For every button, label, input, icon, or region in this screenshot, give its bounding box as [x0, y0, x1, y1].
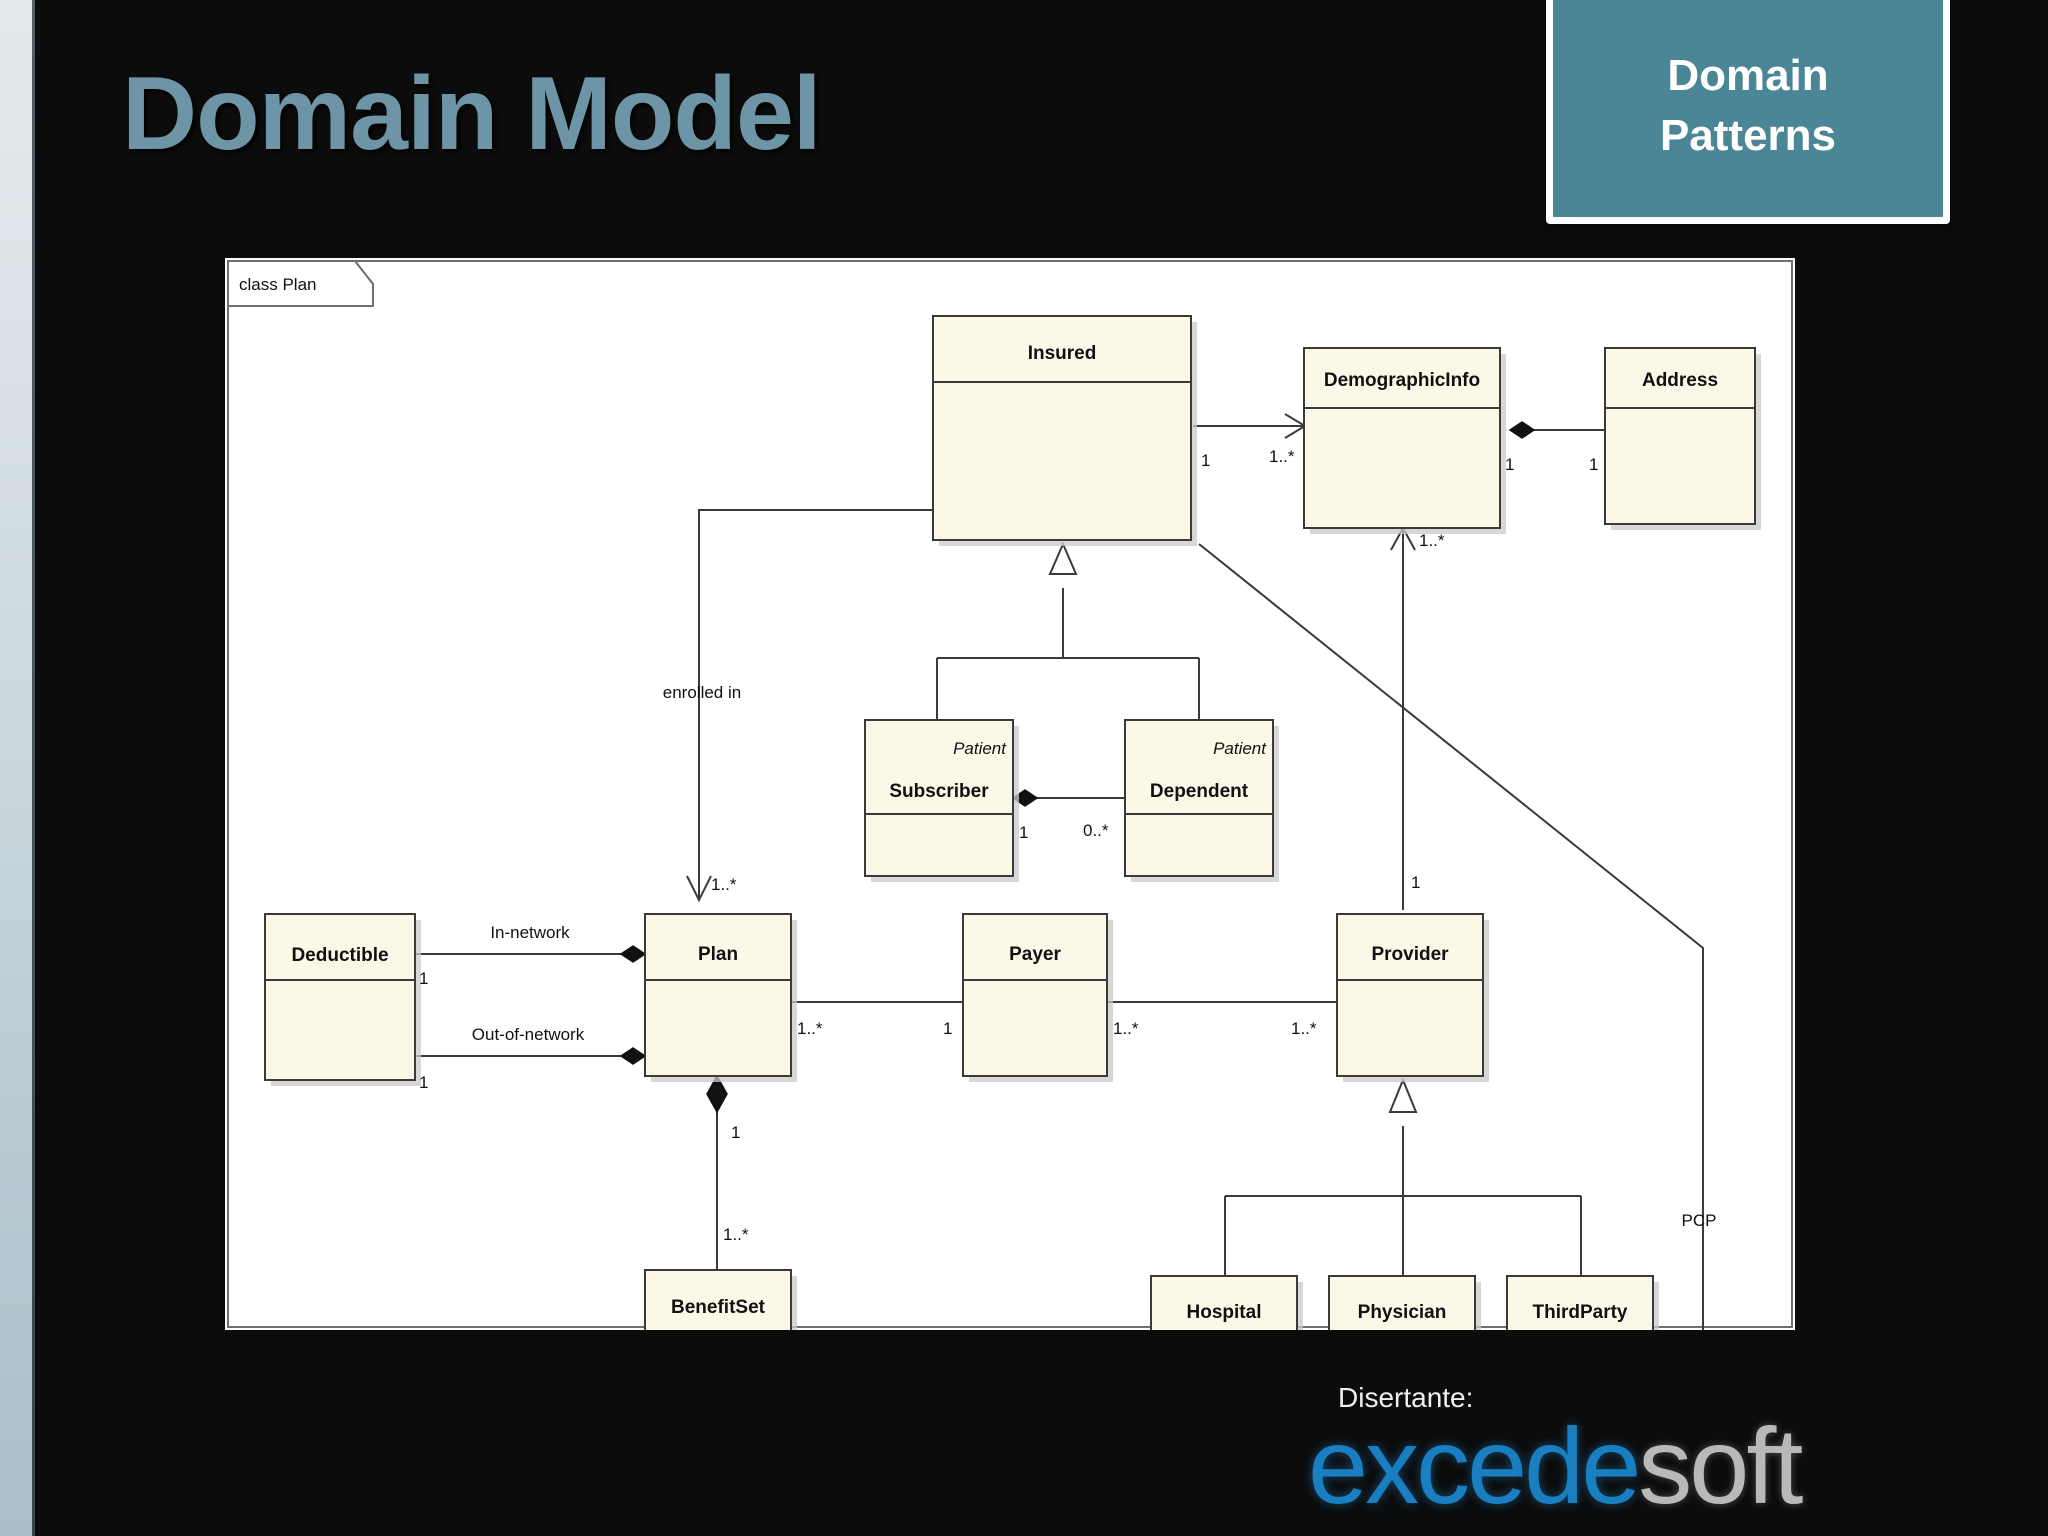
diamond-demographicinfo-address	[1508, 421, 1536, 439]
mult-demo-address-tgt: 1	[1589, 455, 1598, 474]
mult-plan-payer-src: 1..*	[797, 1019, 823, 1038]
link-pcp	[1198, 543, 1704, 1330]
class-name-demographicinfo: DemographicInfo	[1324, 370, 1480, 391]
triangle-provider-generalization	[1388, 1077, 1418, 1113]
assoc-label-deductible-out-network: Out-of-network	[472, 1025, 585, 1044]
domain-patterns-badge: Domain Patterns	[1546, 0, 1950, 224]
presenter-label: Disertante:	[1338, 1382, 1474, 1413]
class-name-plan: Plan	[698, 944, 738, 965]
mult-provider-demo-src: 1	[1411, 873, 1420, 892]
mult-deductible-in: 1	[419, 969, 428, 988]
class-box-insured: Insured	[932, 315, 1197, 546]
mult-plan-payer-tgt: 1	[943, 1019, 952, 1038]
class-box-subscriber: Patient Subscriber	[864, 719, 1019, 882]
class-box-provider: Provider	[1336, 913, 1489, 1082]
mult-insured-demo-src: 1	[1201, 451, 1210, 470]
assoc-label-deductible-in-network: In-network	[490, 923, 570, 942]
mult-provider-demo-tgt: 1..*	[1419, 531, 1445, 550]
class-box-plan: Plan	[644, 913, 797, 1082]
diamond-deductible-out-network	[619, 1047, 647, 1065]
class-box-dependent: Patient Dependent	[1124, 719, 1279, 882]
logo-part-excede: excede	[1308, 1405, 1641, 1526]
mult-enrolled-plan: 1..*	[711, 875, 737, 894]
logo-part-soft: soft	[1638, 1405, 1803, 1526]
mult-subscriber-dep-tgt: 0..*	[1083, 821, 1109, 840]
class-name-thirdparty: ThirdParty	[1532, 1302, 1627, 1323]
mult-insured-demo-tgt: 1..*	[1269, 447, 1295, 466]
class-box-deductible: Deductible	[264, 913, 421, 1086]
badge-line-1: Domain	[1667, 51, 1829, 100]
assoc-label-pcp: PCP	[1682, 1211, 1717, 1230]
triangle-insured-generalization	[1048, 541, 1078, 575]
arrow-enrolled-in	[686, 875, 712, 903]
mult-subscriber-dep-src: 1	[1019, 823, 1028, 842]
class-name-deductible: Deductible	[291, 945, 388, 966]
mult-payer-provider-tgt: 1..*	[1291, 1019, 1317, 1038]
class-box-hospital: Hospital	[1150, 1275, 1303, 1330]
page-title: Domain Model	[122, 56, 822, 172]
diamond-deductible-in-network	[619, 945, 647, 963]
class-box-benefitset: BenefitSet	[644, 1269, 797, 1330]
class-stereotype-subscriber: Patient	[953, 739, 1007, 758]
class-name-dependent: Dependent	[1150, 781, 1249, 802]
mult-payer-provider-src: 1..*	[1113, 1019, 1139, 1038]
mult-deductible-out: 1	[419, 1073, 428, 1092]
class-box-thirdparty: ThirdParty	[1506, 1275, 1659, 1330]
frame-label: class Plan	[239, 275, 316, 294]
diamond-plan-benefitset	[706, 1074, 728, 1114]
mult-demo-address-src: 1	[1505, 455, 1514, 474]
class-stereotype-dependent: Patient	[1213, 739, 1267, 758]
class-name-subscriber: Subscriber	[889, 781, 989, 802]
class-name-address: Address	[1642, 370, 1718, 391]
class-box-physician: Physician	[1328, 1275, 1481, 1330]
mult-plan-benefitset-tgt: 1..*	[723, 1225, 749, 1244]
class-box-payer: Payer	[962, 913, 1113, 1082]
class-name-insured: Insured	[1028, 343, 1097, 364]
mult-plan-benefitset-src: 1	[731, 1123, 740, 1142]
frame-tab	[228, 260, 374, 307]
class-name-provider: Provider	[1371, 944, 1449, 965]
left-accent-edge	[32, 0, 35, 1536]
link-enrolled-in	[698, 509, 937, 898]
class-name-payer: Payer	[1009, 944, 1061, 965]
badge-line-2: Patterns	[1659, 111, 1837, 160]
class-name-hospital: Hospital	[1187, 1302, 1262, 1323]
diagram-frame	[227, 260, 1793, 1328]
class-box-demographicinfo: DemographicInfo	[1303, 347, 1506, 534]
left-accent-strip	[0, 0, 32, 1536]
class-name-physician: Physician	[1358, 1302, 1447, 1323]
uml-class-diagram: .bx-outer{fill:#fbf8e8;stroke:#3a3a3a;st…	[225, 258, 1795, 1330]
excedesoft-logo: excedesoft	[1308, 1412, 1803, 1520]
assoc-label-enrolled-in: enrolled in	[663, 683, 741, 702]
class-name-benefitset: BenefitSet	[671, 1297, 766, 1318]
class-box-address: Address	[1604, 347, 1761, 530]
